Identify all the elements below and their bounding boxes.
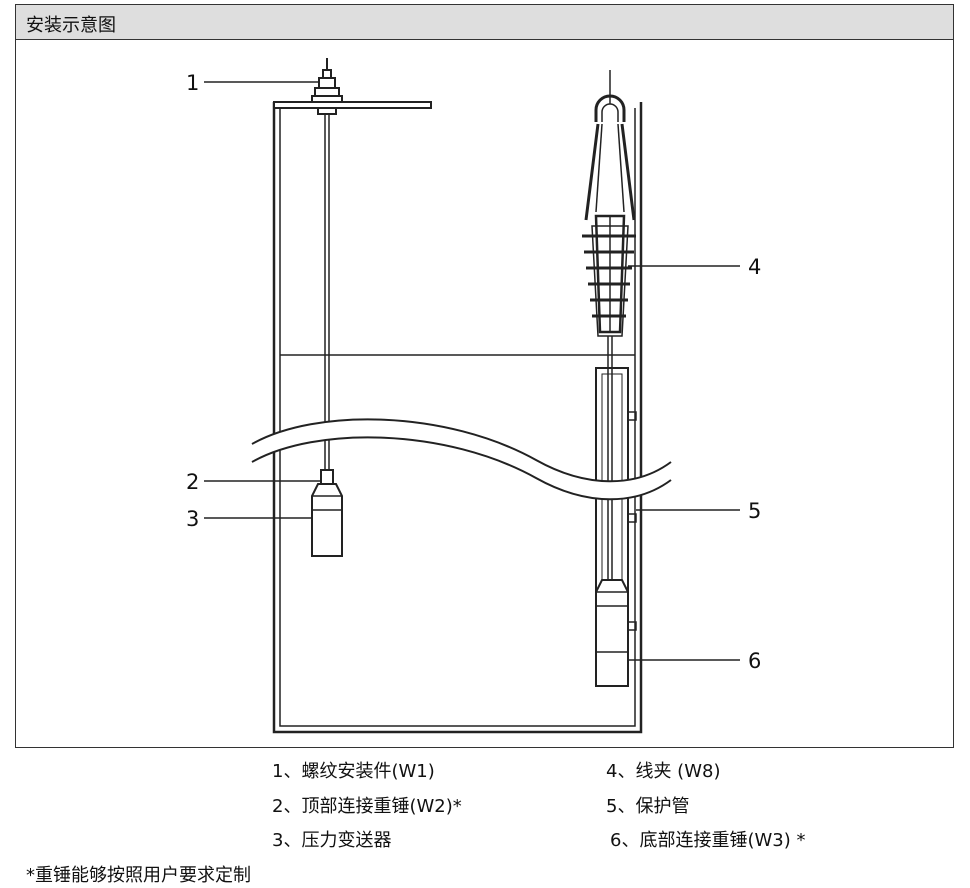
diagram-frame: 安装示意图 bbox=[15, 4, 954, 748]
callout-numbers: 1 2 3 4 5 6 bbox=[186, 71, 761, 673]
cable-clamp bbox=[582, 70, 636, 337]
callout-6: 6 bbox=[748, 649, 761, 673]
top-connecting-weight bbox=[320, 469, 334, 485]
left-tank bbox=[272, 101, 643, 734]
legend-item-2: 2、顶部连接重锤(W2)* bbox=[272, 796, 462, 817]
callout-4: 4 bbox=[748, 255, 761, 279]
left-cable bbox=[324, 114, 330, 470]
right-cable bbox=[607, 336, 613, 580]
diagram-header: 安装示意图 bbox=[16, 5, 953, 40]
callout-leaders bbox=[204, 81, 740, 661]
legend-item-4: 4、线夹 (W8) bbox=[606, 761, 721, 782]
bottom-connecting-weight bbox=[595, 579, 629, 687]
callout-5: 5 bbox=[748, 499, 761, 523]
legend-item-3: 3、压力变送器 bbox=[272, 830, 392, 851]
wavy-break-band bbox=[251, 418, 672, 501]
callout-1: 1 bbox=[186, 71, 199, 95]
diagram-title: 安装示意图 bbox=[26, 15, 116, 36]
legend-item-1: 1、螺纹安装件(W1) bbox=[272, 761, 435, 782]
callout-3: 3 bbox=[186, 507, 199, 531]
threaded-mount-fitting bbox=[311, 58, 343, 115]
customization-note: *重锤能够按照用户要求定制 bbox=[26, 865, 251, 886]
callout-2: 2 bbox=[186, 470, 199, 494]
pressure-transmitter bbox=[311, 483, 343, 557]
legend-item-6: 6、底部连接重锤(W3) * bbox=[610, 830, 806, 851]
legend-item-5: 5、保护管 bbox=[606, 796, 690, 817]
installation-diagram: 1 2 3 4 5 6 bbox=[186, 58, 761, 734]
